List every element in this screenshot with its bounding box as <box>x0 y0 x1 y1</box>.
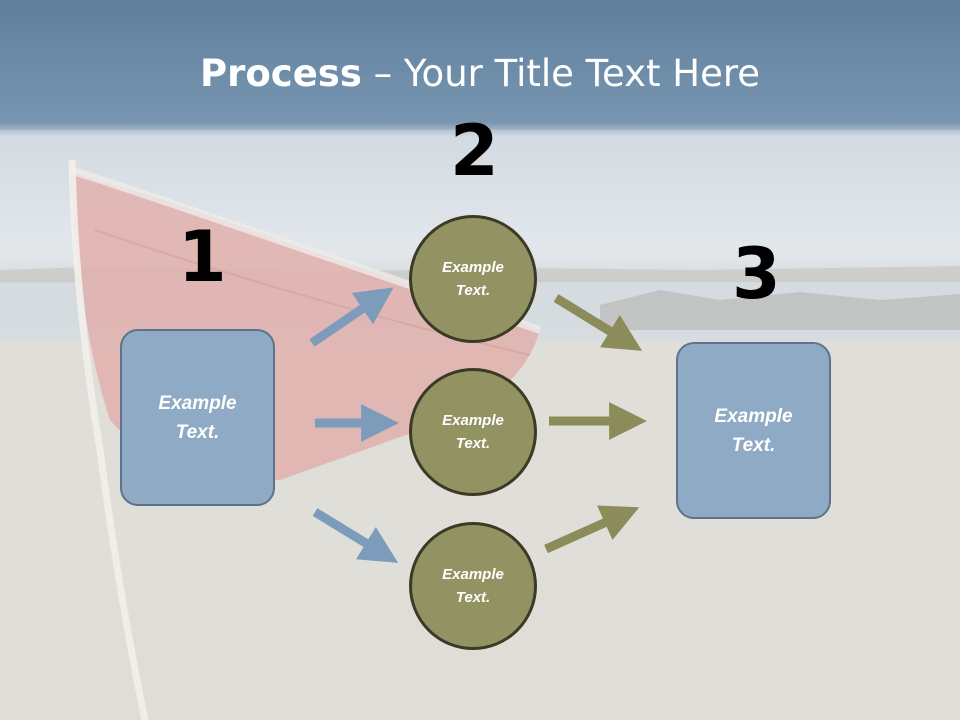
step-number-1: 1 <box>178 216 227 298</box>
title-bold: Process <box>199 52 362 95</box>
process-circle-top: Example Text. <box>409 215 537 343</box>
arrow-from-top <box>553 294 643 351</box>
input-box-label: Example Text. <box>158 392 237 443</box>
title-rest: – Your Title Text Here <box>361 52 761 95</box>
slide-title: Process – Your Title Text Here <box>0 52 960 95</box>
step-number-3: 3 <box>732 233 781 315</box>
output-box: Example Text. <box>676 342 831 519</box>
process-circle-bottom: Example Text. <box>409 522 537 650</box>
circle-middle-label: Example Text. <box>442 412 504 452</box>
process-circle-middle: Example Text. <box>409 368 537 496</box>
arrow-from-bottom <box>544 505 640 554</box>
circle-bottom-label: Example Text. <box>442 566 504 606</box>
arrow-to-bottom <box>312 508 399 563</box>
circle-top-label: Example Text. <box>442 259 504 299</box>
arrow-to-top <box>309 287 394 347</box>
step-number-2: 2 <box>450 110 499 192</box>
input-box: Example Text. <box>120 329 275 506</box>
output-box-label: Example Text. <box>714 405 793 456</box>
